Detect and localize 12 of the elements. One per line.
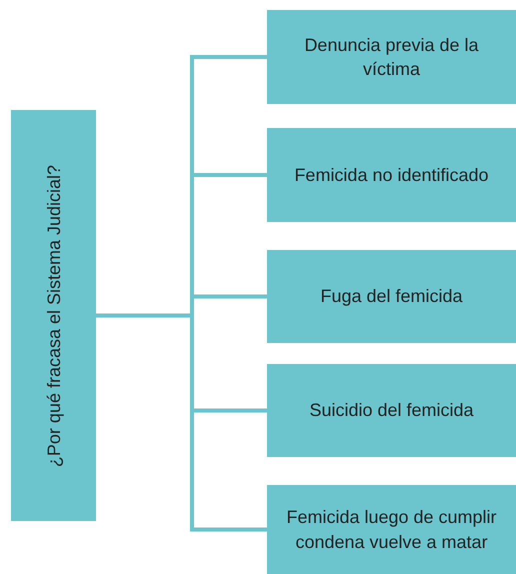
topic-box: [267, 10, 516, 104]
cause-text: Suicidio del femicida: [308, 399, 475, 422]
topic-box: [267, 364, 516, 457]
topic-box: [267, 128, 516, 222]
topic-box: [11, 110, 96, 521]
topic-box: [267, 250, 516, 343]
cause-text: Denuncia previa de la víctima: [303, 34, 480, 81]
topic-box: [267, 485, 516, 574]
question-text: ¿Por qué fracasa el Sistema Judicial?: [42, 163, 65, 469]
cause-text: Femicida no identificado: [293, 164, 490, 187]
cause-text: Femicida luego de cumplir condena vuelve a matar: [285, 506, 498, 554]
cause-text: Fuga del femicida: [319, 285, 464, 308]
